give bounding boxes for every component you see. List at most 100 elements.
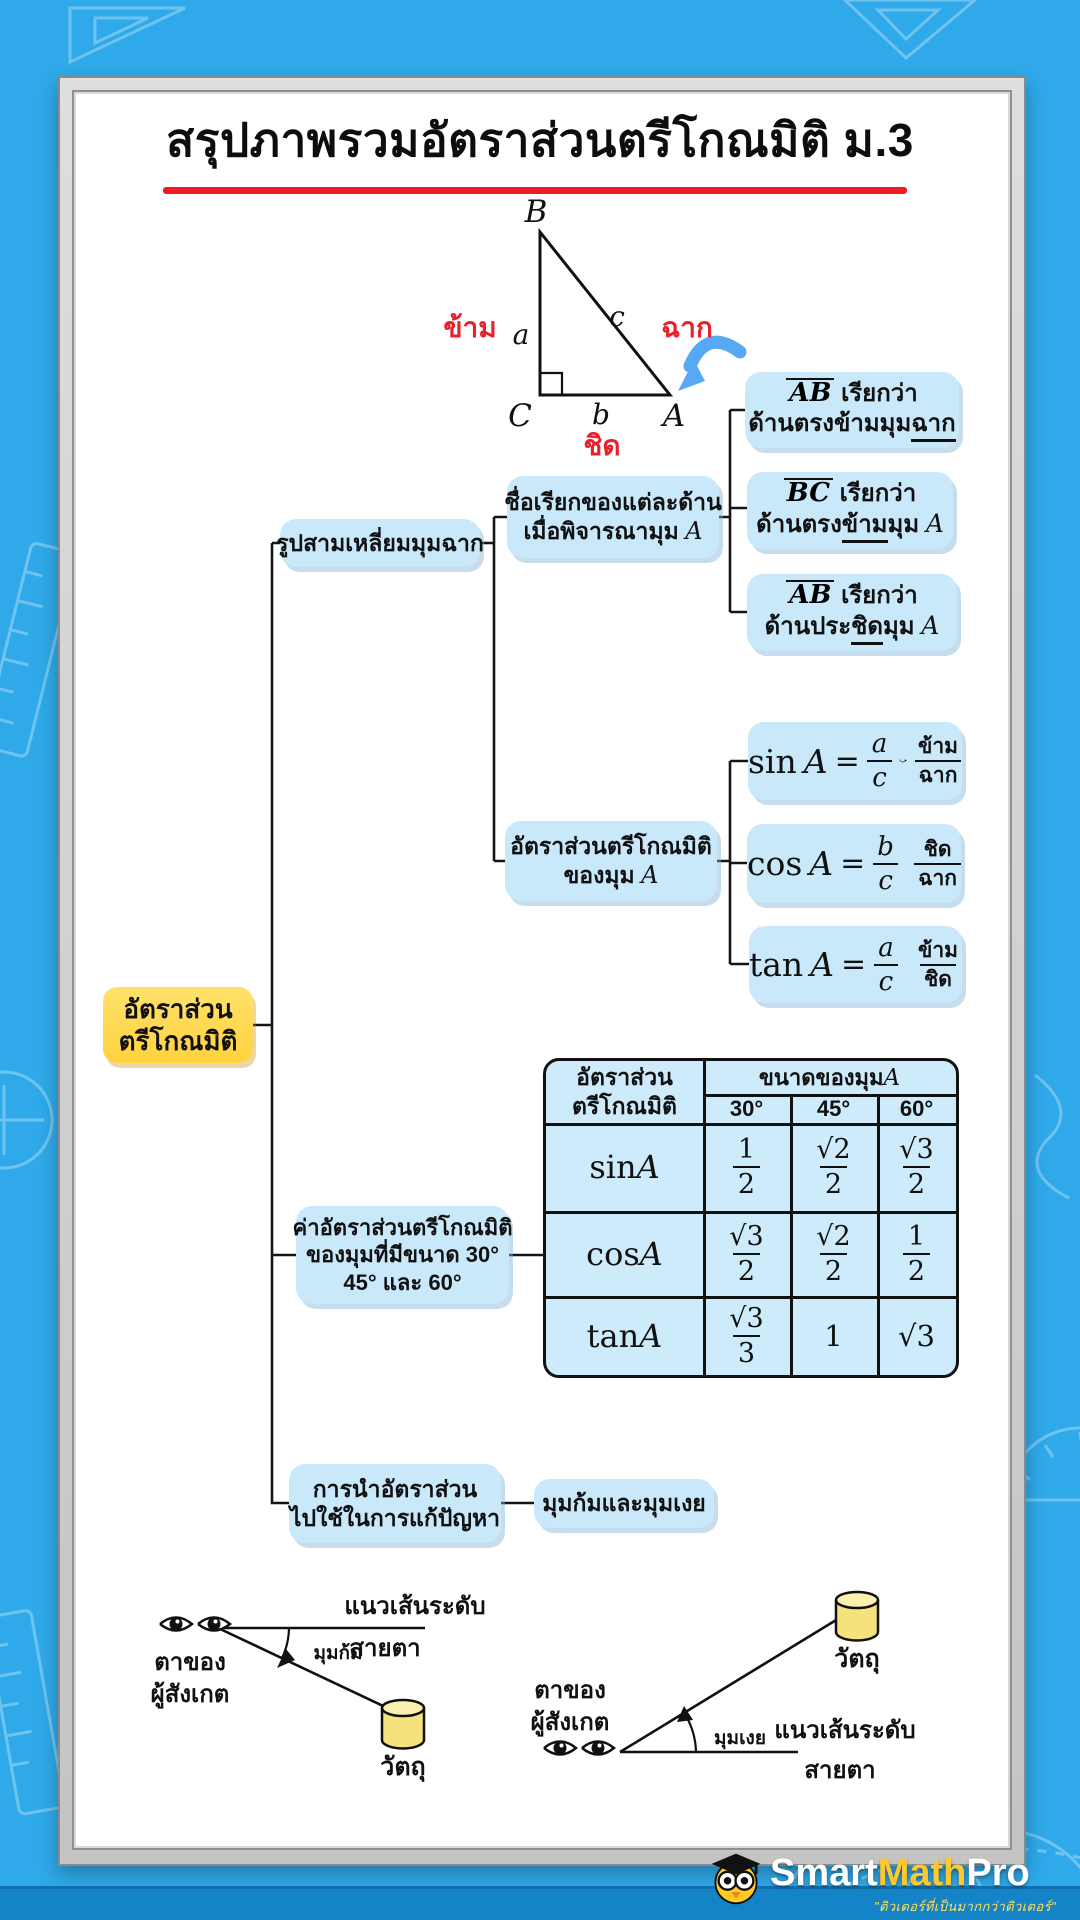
angle-variable: A	[883, 1064, 901, 1091]
side-name-post: มุม	[887, 510, 926, 538]
cell-den: 2	[732, 1252, 761, 1285]
maps-to-arrow-icon	[899, 759, 907, 763]
set-square-icon	[68, 6, 186, 65]
cell-num: √3	[729, 1220, 764, 1252]
cell-num: √2	[816, 1134, 851, 1165]
table-divider	[546, 1296, 956, 1299]
table-divider	[703, 1061, 706, 1375]
side-name-box-adjacent: AB เรียกว่า ด้านประชิดมุม A	[747, 574, 957, 651]
logo-part-pro: Pro	[966, 1852, 1030, 1894]
node-line2: ของมุม	[563, 862, 642, 888]
vertex-label-b: B	[524, 194, 548, 230]
maps-to-arrow-icon	[905, 863, 908, 864]
eye-icon	[158, 1616, 194, 1632]
cell-num: √3	[729, 1302, 764, 1334]
side-label-c: c	[609, 300, 625, 333]
observer-label-line2: ผู้สังเกต	[150, 1681, 230, 1708]
side-name-underlined: ฉาก	[911, 410, 956, 443]
corner-line1: อัตราส่วน	[576, 1064, 673, 1091]
brand-logo: SmartMathPro "ติวเตอร์ที่เป็นมากกว่าติวเ…	[706, 1844, 1066, 1916]
node-line2: เมื่อพิจารณามุม	[523, 518, 686, 544]
vertex-label-c: C	[508, 398, 532, 434]
thai-fraction-denominator: ฉาก	[914, 760, 962, 786]
angle-variable: A	[921, 610, 940, 640]
node-side-names: ชื่อเรียกของแต่ละด้าน เมื่อพิจารณามุม A	[504, 476, 722, 558]
depression-angle-label: มุมก้ม	[313, 1643, 363, 1664]
called-text: เรียกว่า	[834, 379, 918, 407]
observer-label-line1: ตาของ	[154, 1649, 226, 1676]
logo-part-math: Math	[877, 1852, 967, 1894]
root-node-trig-ratio: อัตราส่วน ตรีโกณมิติ	[103, 987, 253, 1063]
swirl-icon	[1034, 1073, 1070, 1200]
side-name-post: มุม	[882, 612, 922, 640]
segment-ab-overline: AB	[786, 377, 835, 407]
branch-right-triangle: รูปสามเหลี่ยมมุมฉาก	[276, 519, 484, 567]
eye-level-label-line2: สายตา	[349, 1635, 421, 1662]
page-title: สรุปภาพรวมอัตราส่วนตรีโกณมิติ ม.3	[166, 114, 914, 166]
angle-variable: A	[685, 517, 703, 545]
func-var: A	[639, 1234, 663, 1273]
cell-num: √3	[899, 1134, 934, 1165]
adjacent-side-label: ชิด	[583, 430, 621, 461]
table-divider	[546, 1211, 956, 1214]
cell-den: 2	[902, 1166, 931, 1198]
formula-var: A	[810, 945, 835, 984]
logo-wordmark: SmartMathPro	[770, 1852, 1030, 1895]
owl-mascot-icon	[711, 1853, 761, 1905]
equals-sign: =	[834, 743, 860, 779]
side-name-box-opposite: BC เรียกว่า ด้านตรงข้ามมุม A	[747, 472, 953, 549]
branch-line2: ของมุมที่มีขนาด 30°	[305, 1242, 500, 1268]
eye-icon	[196, 1616, 232, 1632]
eye-level-label-line1: แนวเส้นระดับ	[774, 1717, 916, 1744]
branch-label: รูปสามเหลี่ยมมุมฉาก	[276, 529, 484, 556]
object-label: วัตถุ	[380, 1753, 426, 1781]
side-name-underlined: ข้าม	[841, 511, 888, 544]
branch-applications: การนำอัตราส่วน ไปใช้ในการแก้ปัญหา	[289, 1464, 501, 1543]
func-var: A	[636, 1148, 660, 1186]
hypotenuse-label: ฉาก	[661, 312, 713, 343]
value-cell: 1	[824, 1318, 843, 1353]
ruler-icon	[0, 1609, 66, 1816]
func-name: cos	[586, 1234, 640, 1273]
cell-den: 2	[819, 1252, 848, 1285]
func-name: sin	[589, 1148, 637, 1186]
branch-line1: การนำอัตราส่วน	[312, 1475, 478, 1502]
arc-arrowhead	[677, 1706, 693, 1722]
branch-ratio-values: ค่าอัตราส่วนตรีโกณมิติ ของมุมที่มีขนาด 3…	[293, 1206, 513, 1304]
branch-line2: ไปใช้ในการแก้ปัญหา	[289, 1504, 501, 1531]
formula-var: A	[809, 844, 834, 883]
trig-values-table: อัตราส่วน ตรีโกณมิติ ขนาดของมุม A 30° 45…	[543, 1058, 959, 1378]
corner-line2: ตรีโกณมิติ	[571, 1093, 677, 1119]
table-span-header: ขนาดของมุม A	[703, 1061, 956, 1094]
fraction-numerator: b	[877, 831, 894, 862]
table-divider	[546, 1123, 956, 1126]
side-name-underlined: ชิด	[851, 613, 883, 646]
thai-fraction-denominator: ฉาก	[914, 862, 961, 889]
node-line1: อัตราส่วนตรีโกณมิติ	[510, 833, 712, 860]
maps-to-arrow-icon	[905, 964, 907, 965]
angle-variable: A	[641, 861, 659, 889]
table-divider	[877, 1094, 880, 1375]
elevation-angle-label: มุมเงย	[714, 1728, 766, 1749]
cell-num: √2	[816, 1220, 851, 1252]
func-name: tan	[586, 1316, 640, 1355]
object-cylinder-icon	[834, 1590, 880, 1642]
segment-ab-overline: AB	[786, 579, 835, 609]
called-text: เรียกว่า	[834, 581, 918, 609]
eye-level-label-line1: แนวเส้นระดับ	[344, 1593, 486, 1620]
equals-sign: =	[840, 846, 866, 881]
table-divider	[790, 1094, 793, 1375]
branch-line1: ค่าอัตราส่วนตรีโกณมิติ	[292, 1214, 513, 1240]
